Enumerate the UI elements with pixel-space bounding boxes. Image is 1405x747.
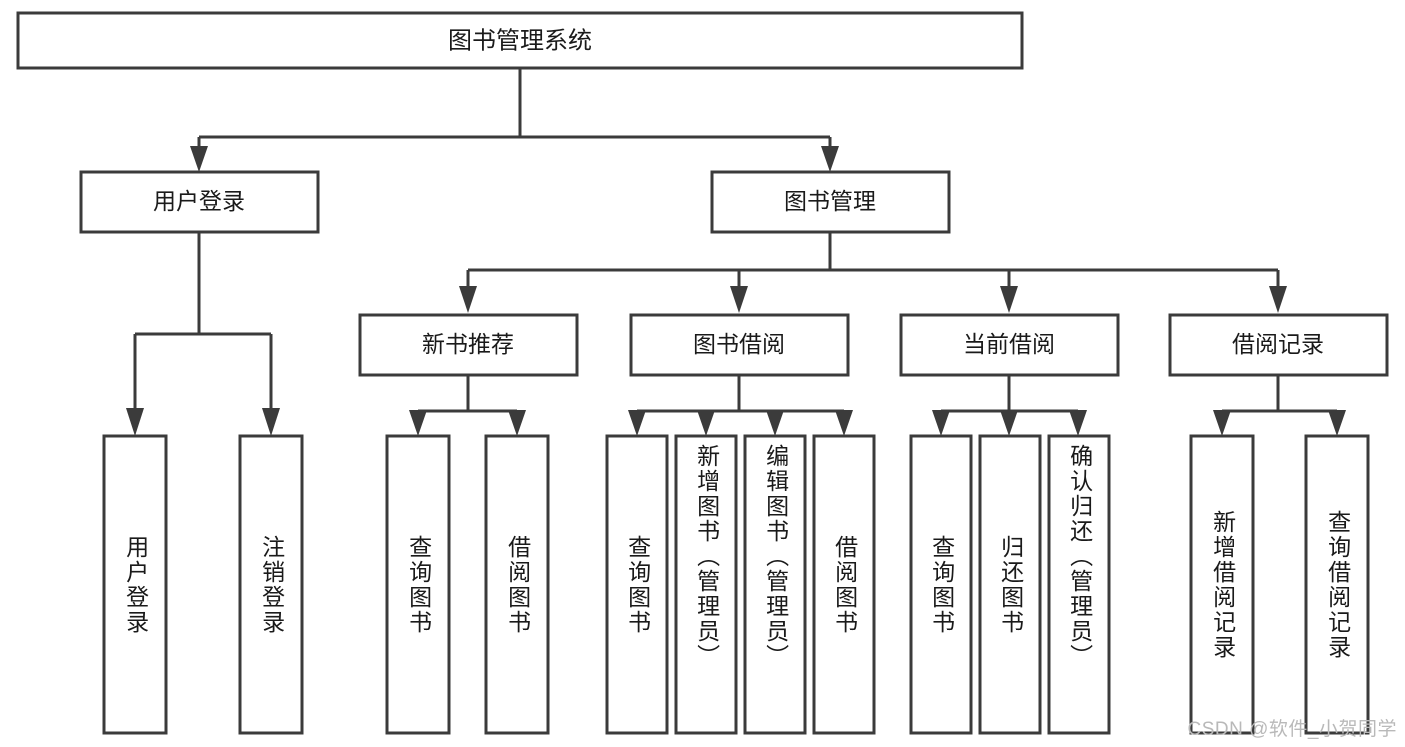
node-current-borrow-label: 当前借阅 — [963, 331, 1055, 357]
node-user-login-box[interactable] — [79, 170, 320, 234]
arrowhead-leaf-add-book — [697, 410, 715, 436]
node-book-borrow-box[interactable] — [629, 313, 850, 377]
leaf-borrow-book-2-box[interactable] — [812, 434, 876, 735]
leaf-query-book-1-box[interactable] — [385, 434, 451, 735]
leaf-confirm-return-box[interactable] — [1047, 434, 1111, 735]
node-book-manage-box[interactable] — [710, 170, 951, 234]
arrowhead-book-borrow — [730, 286, 748, 313]
node-user-login[interactable]: 用户登录 — [79, 170, 320, 234]
node-root-box[interactable] — [16, 11, 1024, 70]
arrowhead-leaf-borrow-book-2 — [835, 410, 853, 436]
node-root-label: 图书管理系统 — [448, 27, 592, 54]
leaf-query-book-2-box[interactable] — [605, 434, 669, 735]
leaf-edit-book-box[interactable] — [743, 434, 807, 735]
arrowhead-leaf-borrow-book-1 — [508, 410, 526, 436]
watermark: CSDN @软件_小贺同学 — [1187, 719, 1397, 740]
arrowhead-leaf-add-record — [1213, 410, 1231, 436]
connector-layer — [126, 68, 1346, 436]
arrowhead-leaf-query-book-1 — [409, 410, 427, 436]
node-new-book-rec-box[interactable] — [358, 313, 579, 377]
arrowhead-current-borrow — [1000, 286, 1018, 313]
arrowhead-borrow-record — [1269, 286, 1287, 313]
node-borrow-record-box[interactable] — [1168, 313, 1389, 377]
node-borrow-record[interactable]: 借阅记录 — [1168, 313, 1389, 377]
node-current-borrow[interactable]: 当前借阅 — [899, 313, 1120, 377]
node-current-borrow-box[interactable] — [899, 313, 1120, 377]
node-borrow-record-label: 借阅记录 — [1232, 331, 1324, 357]
node-book-borrow-label: 图书借阅 — [693, 331, 785, 357]
leaf-query-book-3-box[interactable] — [909, 434, 973, 735]
node-book-manage-label: 图书管理 — [784, 188, 876, 214]
leaf-query-record-box[interactable] — [1304, 434, 1370, 735]
leaf-return-book-box[interactable] — [978, 434, 1042, 735]
arrowhead-user-login — [190, 146, 208, 172]
node-new-book-rec[interactable]: 新书推荐 — [358, 313, 579, 377]
leaf-box-layer — [102, 434, 1370, 735]
arrowhead-leaf-return-book — [1000, 410, 1018, 436]
arrowhead-leaf-query-record — [1328, 410, 1346, 436]
leaf-borrow-book-1-box[interactable] — [484, 434, 550, 735]
leaf-user-login-box[interactable] — [102, 434, 168, 735]
arrowhead-leaf-query-book-2 — [628, 410, 646, 436]
arrowhead-leaf-query-book-3 — [932, 410, 950, 436]
node-user-login-label: 用户登录 — [153, 188, 245, 214]
arrowhead-leaf-logout — [262, 408, 280, 436]
node-root[interactable]: 图书管理系统 — [16, 11, 1024, 70]
arrowhead-new-book-rec — [459, 286, 477, 313]
arrowhead-leaf-confirm-return — [1069, 410, 1087, 436]
leaf-add-book-box[interactable] — [674, 434, 738, 735]
arrowhead-leaf-user-login — [126, 408, 144, 436]
node-book-manage[interactable]: 图书管理 — [710, 170, 951, 234]
node-new-book-rec-label: 新书推荐 — [422, 331, 514, 357]
arrowhead-leaf-edit-book — [766, 410, 784, 436]
leaf-logout-box[interactable] — [238, 434, 304, 735]
leaf-add-record-box[interactable] — [1189, 434, 1255, 735]
arrowhead-book-manage — [821, 146, 839, 172]
node-book-borrow[interactable]: 图书借阅 — [629, 313, 850, 377]
